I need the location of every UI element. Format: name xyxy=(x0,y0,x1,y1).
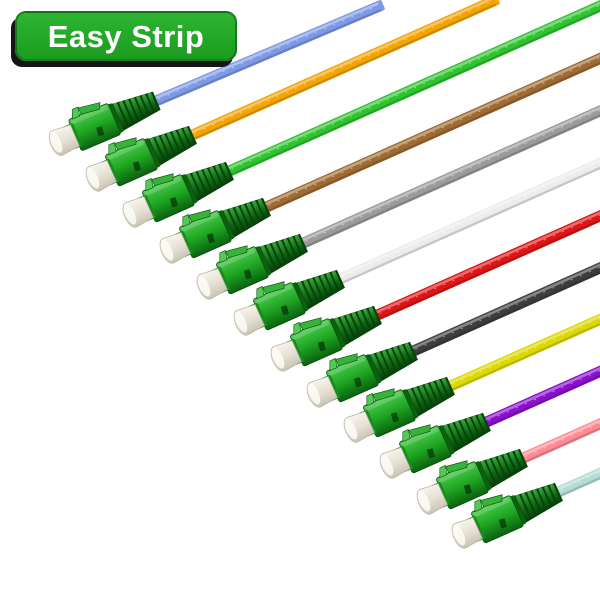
latch-blue xyxy=(71,106,80,120)
cable-blue xyxy=(149,0,385,108)
pigtail-orange xyxy=(85,0,500,192)
pigtail-slate xyxy=(196,33,600,300)
pigtail-aqua xyxy=(451,282,600,549)
cable-yellow xyxy=(443,176,600,393)
easy-strip-label: Easy Strip xyxy=(47,18,205,54)
pigtail-white xyxy=(233,69,600,336)
latch-slate xyxy=(219,250,228,264)
pigtail-blue xyxy=(48,0,385,156)
latch-rose xyxy=(439,465,448,479)
cable-slate xyxy=(296,33,600,250)
cable-orange xyxy=(185,0,500,142)
cable-violet xyxy=(479,212,600,429)
pigtail-violet xyxy=(379,212,600,479)
pigtail-rose xyxy=(416,248,600,515)
latch-orange xyxy=(108,142,117,156)
cable-brown xyxy=(259,0,600,214)
pigtail-black xyxy=(306,141,600,408)
latch-yellow xyxy=(366,393,375,407)
pigtail-yellow xyxy=(343,176,600,443)
latch-brown xyxy=(182,214,191,228)
cable-white xyxy=(333,69,600,286)
latch-white xyxy=(256,286,265,300)
latch-black xyxy=(329,358,338,372)
latch-violet xyxy=(402,429,411,443)
pigtail-red xyxy=(270,105,600,372)
pigtail-green xyxy=(122,0,600,228)
cable-red xyxy=(370,105,600,322)
pigtail-brown xyxy=(159,0,600,264)
pigtail-group-root xyxy=(48,0,600,549)
cable-green xyxy=(222,0,600,178)
easy-strip-badge: Easy Strip xyxy=(15,11,237,61)
latch-red xyxy=(293,322,302,336)
latch-green xyxy=(145,178,154,192)
cable-black xyxy=(406,141,600,358)
latch-aqua xyxy=(474,499,483,513)
